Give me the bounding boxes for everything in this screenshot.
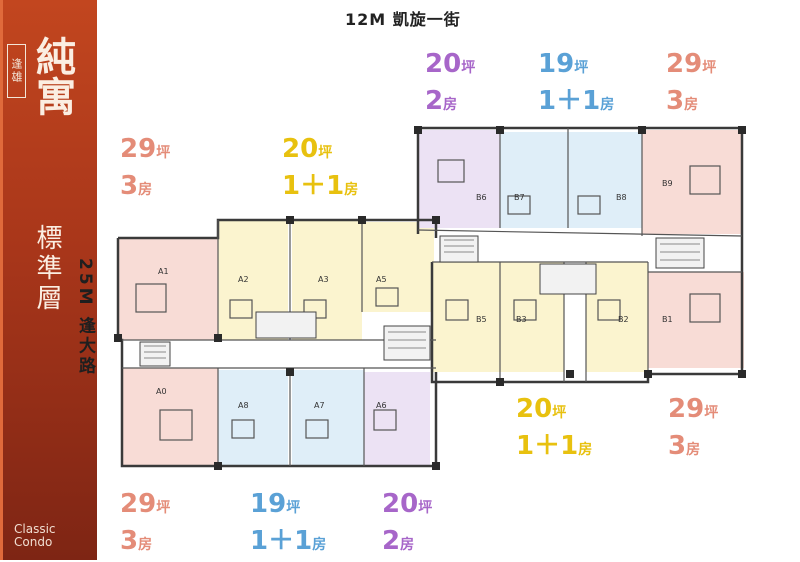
- unit-label-mid-right: 29坪 3房: [668, 394, 719, 461]
- unit-a8-fill: [218, 370, 288, 466]
- brand-sidebar: 逢雄 純寓 標準層 Classic Condo: [0, 0, 97, 560]
- unit-a6-fill: [364, 372, 430, 466]
- footer-brand-line-2: Condo: [14, 535, 53, 549]
- unit-a0-fill: [122, 368, 218, 466]
- right-wing-outline: [416, 126, 744, 384]
- unit-b1-fill: [648, 272, 744, 368]
- unit-b5-fill: [432, 262, 500, 372]
- columns: [114, 126, 746, 470]
- unit-tag-b2: B2: [618, 315, 629, 324]
- unit-label-bottom-mid-left: 19坪 1＋1房: [250, 489, 327, 556]
- unit-tag-b6: B6: [476, 193, 487, 202]
- brand-title: 純寓: [29, 36, 76, 116]
- unit-tag-a1: A1: [158, 267, 169, 276]
- unit-label-top-left: 29坪 3房: [120, 134, 171, 201]
- side-road-label: 25M 逢大路: [75, 258, 95, 377]
- unit-label-mid-right-left: 20坪 1＋1房: [516, 394, 593, 461]
- unit-tag-a0: A0: [156, 387, 167, 396]
- unit-tag-a6: A6: [376, 401, 387, 410]
- floor-label: 標準層: [32, 224, 62, 314]
- unit-b8-fill: [568, 132, 642, 228]
- unit-tag-b3: B3: [516, 315, 527, 324]
- unit-label-top-mid-left: 20坪 1＋1房: [282, 134, 359, 201]
- brand-badge: 逢雄: [7, 44, 26, 98]
- unit-tag-b8: B8: [616, 193, 627, 202]
- unit-label-bottom-mid: 20坪 2房: [382, 489, 433, 556]
- sidebar-stripe: [0, 0, 3, 560]
- footer-brand: Classic Condo: [14, 523, 56, 549]
- unit-tag-a5: A5: [376, 275, 387, 284]
- unit-tags: A1 A0 A2 A3 A5 A8 A7 A6 B6 B7 B8 B9 B5 B…: [156, 179, 673, 410]
- unit-tag-a8: A8: [238, 401, 249, 410]
- unit-tag-b9: B9: [662, 179, 673, 188]
- unit-tag-a2: A2: [238, 275, 249, 284]
- unit-b9-fill: [642, 130, 742, 234]
- unit-label-top-mid: 20坪 2房: [425, 49, 476, 116]
- unit-tag-a7: A7: [314, 401, 325, 410]
- unit-b7-fill: [500, 132, 568, 228]
- unit-b6-fill: [418, 130, 500, 228]
- top-road-label: 12M 凱旋一街: [345, 10, 461, 29]
- left-wing-outline: [116, 238, 438, 468]
- unit-tag-b7: B7: [514, 193, 525, 202]
- unit-tag-a3: A3: [318, 275, 329, 284]
- stair-hatching: [144, 239, 700, 359]
- unit-label-top-mid-right: 19坪 1＋1房: [538, 49, 615, 116]
- unit-label-top-right: 29坪 3房: [666, 49, 717, 116]
- footer-brand-line-1: Classic: [14, 522, 56, 536]
- unit-tag-b1: B1: [662, 315, 673, 324]
- unit-a1-fill: [118, 238, 218, 340]
- unit-a7-fill: [292, 370, 364, 466]
- unit-label-bottom-left: 29坪 3房: [120, 489, 171, 556]
- unit-tag-b5: B5: [476, 315, 487, 324]
